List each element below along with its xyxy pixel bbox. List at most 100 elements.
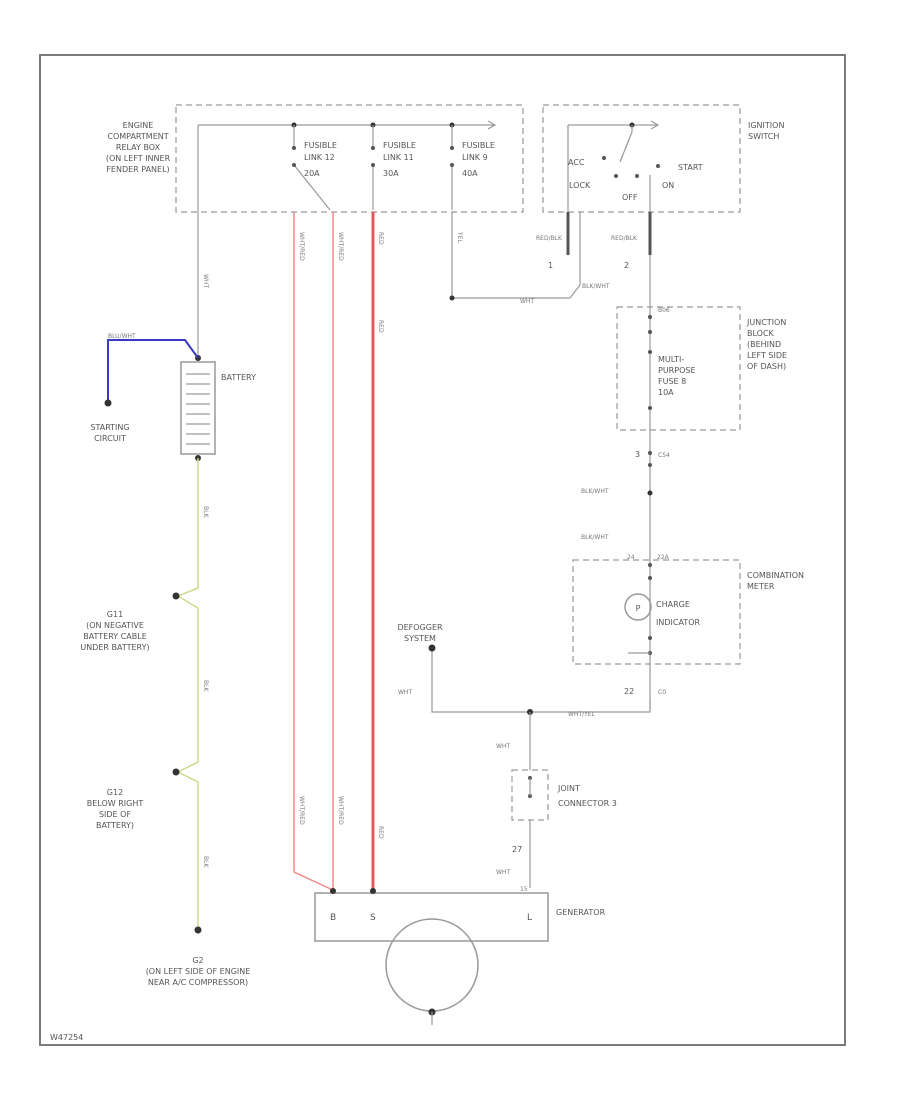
wire-label-wht-red-1: WHT/RED <box>298 232 305 261</box>
svg-text:(ON NEGATIVE: (ON NEGATIVE <box>86 621 144 630</box>
meter-connector-top: 22A <box>657 554 670 561</box>
ground-g2-point <box>194 926 202 934</box>
wire-label-wht-red-3: WHT/RED <box>298 796 305 825</box>
connector-1-label: 1 <box>548 261 553 270</box>
svg-text:CHARGE: CHARGE <box>656 600 690 609</box>
starting-circuit-terminal <box>104 399 112 407</box>
wire-label-red-blk-2: RED/BLK <box>611 235 638 242</box>
wire-label-wht-yel: WHT/YEL <box>568 711 596 718</box>
charge-indicator-lamp: P <box>624 593 652 621</box>
fusible-link-11: FUSIBLE LINK 11 30A <box>370 122 416 210</box>
defogger-system-label: DEFOGGER SYSTEM <box>397 623 443 643</box>
generator-connector-15: 15 <box>520 886 528 893</box>
ground-g11-label: G11 (ON NEGATIVE BATTERY CABLE UNDER BAT… <box>80 610 149 652</box>
wire-ground-black <box>177 458 199 928</box>
svg-text:20A: 20A <box>304 169 320 178</box>
svg-text:G12: G12 <box>107 788 123 797</box>
wire-label-blk-2: BLK <box>202 680 209 692</box>
wire-label-blk-wht-1: BLK/WHT <box>582 283 610 290</box>
svg-text:BATTERY): BATTERY) <box>96 821 134 830</box>
svg-text:OFF: OFF <box>622 193 638 202</box>
wire-label-wht-red-4: WHT/RED <box>337 796 344 825</box>
svg-text:LINK 11: LINK 11 <box>383 153 414 162</box>
svg-text:COMPARTMENT: COMPARTMENT <box>107 132 168 141</box>
svg-text:DEFOGGER: DEFOGGER <box>397 623 443 632</box>
wire-label-red-blk-1: RED/BLK <box>536 235 563 242</box>
svg-text:INDICATOR: INDICATOR <box>656 618 700 627</box>
svg-text:FENDER PANEL): FENDER PANEL) <box>106 165 169 174</box>
generator-label: GENERATOR <box>556 908 606 917</box>
combination-meter-outline <box>572 559 741 665</box>
generator-terminal-s: S <box>370 913 376 923</box>
wire-starting-circuit <box>107 339 199 403</box>
multi-purpose-fuse-label: MULTI- PURPOSE FUSE 8 10A <box>658 355 696 397</box>
wire-label-wht-battery: WHT <box>202 274 209 288</box>
junction-block-outline <box>616 306 741 431</box>
wire-label-wht-defogger: WHT <box>398 689 412 696</box>
wire-red-fusible-12 <box>293 212 334 891</box>
svg-text:BATTERY CABLE: BATTERY CABLE <box>83 632 147 641</box>
connector-3-label: 3 <box>635 450 640 459</box>
svg-text:JOINT: JOINT <box>557 784 580 793</box>
svg-text:MULTI-: MULTI- <box>658 355 684 364</box>
wire-fusible-9-branch <box>451 212 581 299</box>
svg-text:ON: ON <box>662 181 674 190</box>
wire-label-red-3: RED <box>377 826 384 839</box>
svg-text:CIRCUIT: CIRCUIT <box>94 434 126 443</box>
svg-text:UNDER BATTERY): UNDER BATTERY) <box>80 643 149 652</box>
wire-label-yel: YEL <box>456 231 463 243</box>
svg-text:OF DASH): OF DASH) <box>747 362 786 371</box>
ignition-switch-outline <box>542 104 741 213</box>
svg-text:(ON LEFT INNER: (ON LEFT INNER <box>106 154 171 163</box>
ignition-switch-contacts: ACC LOCK OFF ON START <box>567 120 703 212</box>
svg-text:P: P <box>636 604 641 613</box>
relay-box-label: ENGINE COMPARTMENT RELAY BOX (ON LEFT IN… <box>106 121 171 174</box>
wire-charge-lamp <box>431 648 651 713</box>
svg-text:FUSIBLE: FUSIBLE <box>383 141 416 150</box>
wire-label-red-2: RED <box>377 320 384 333</box>
meter-connector-bottom: C0 <box>658 689 666 696</box>
svg-text:LOCK: LOCK <box>569 181 591 190</box>
wire-label-red-1: RED <box>377 232 384 245</box>
svg-text:METER: METER <box>747 582 775 591</box>
svg-text:30A: 30A <box>383 169 399 178</box>
svg-text:SYSTEM: SYSTEM <box>404 634 436 643</box>
junction-connector-top: B06 <box>658 307 670 314</box>
junction-block-label: JUNCTION BLOCK (BEHIND LEFT SIDE OF DASH… <box>746 318 787 371</box>
ground-g11-point <box>172 592 180 600</box>
connector-22-label: 22 <box>624 687 634 696</box>
wire-label-blk-3: BLK <box>202 856 209 868</box>
svg-text:STARTING: STARTING <box>90 423 129 432</box>
svg-text:NEAR A/C COMPRESSOR): NEAR A/C COMPRESSOR) <box>148 978 248 987</box>
svg-text:10A: 10A <box>658 388 674 397</box>
wire-label-blk-wht-2: BLK/WHT <box>581 488 609 495</box>
wire-label-blk-wht-3: BLK/WHT <box>581 534 609 541</box>
ignition-switch-label: IGNITION SWITCH <box>748 121 784 141</box>
generator-terminal-b: B <box>330 913 336 923</box>
fusible-link-12: FUSIBLE LINK 12 20A <box>291 122 337 211</box>
junction-connector-bottom: C54 <box>658 452 670 459</box>
wire-label-blk-1: BLK <box>202 506 209 518</box>
battery-symbol <box>180 361 216 455</box>
diagram-frame <box>39 54 846 1046</box>
wire-label-wht-joint-top: WHT <box>496 743 510 750</box>
ground-g2-label: G2 (ON LEFT SIDE OF ENGINE NEAR A/C COMP… <box>146 956 251 987</box>
svg-text:LEFT SIDE: LEFT SIDE <box>747 351 787 360</box>
svg-text:CONNECTOR 3: CONNECTOR 3 <box>558 799 617 808</box>
relay-bus-bar <box>198 120 497 130</box>
meter-connector-24: 24 <box>627 554 635 561</box>
svg-text:FUSIBLE: FUSIBLE <box>462 141 495 150</box>
svg-text:SIDE OF: SIDE OF <box>99 810 131 819</box>
connector-27-label: 27 <box>512 845 522 854</box>
generator-body <box>314 892 549 942</box>
battery-label: BATTERY <box>221 373 256 382</box>
svg-text:JUNCTION: JUNCTION <box>746 318 786 327</box>
svg-text:IGNITION: IGNITION <box>748 121 784 130</box>
svg-text:BLOCK: BLOCK <box>747 329 775 338</box>
wire-label-blu-wht: BLU/WHT <box>108 333 136 340</box>
generator-terminal-l: L <box>527 913 532 923</box>
svg-text:(BEHIND: (BEHIND <box>747 340 781 349</box>
svg-text:BELOW RIGHT: BELOW RIGHT <box>87 799 144 808</box>
wire-label-wht-branch: WHT <box>520 298 534 305</box>
